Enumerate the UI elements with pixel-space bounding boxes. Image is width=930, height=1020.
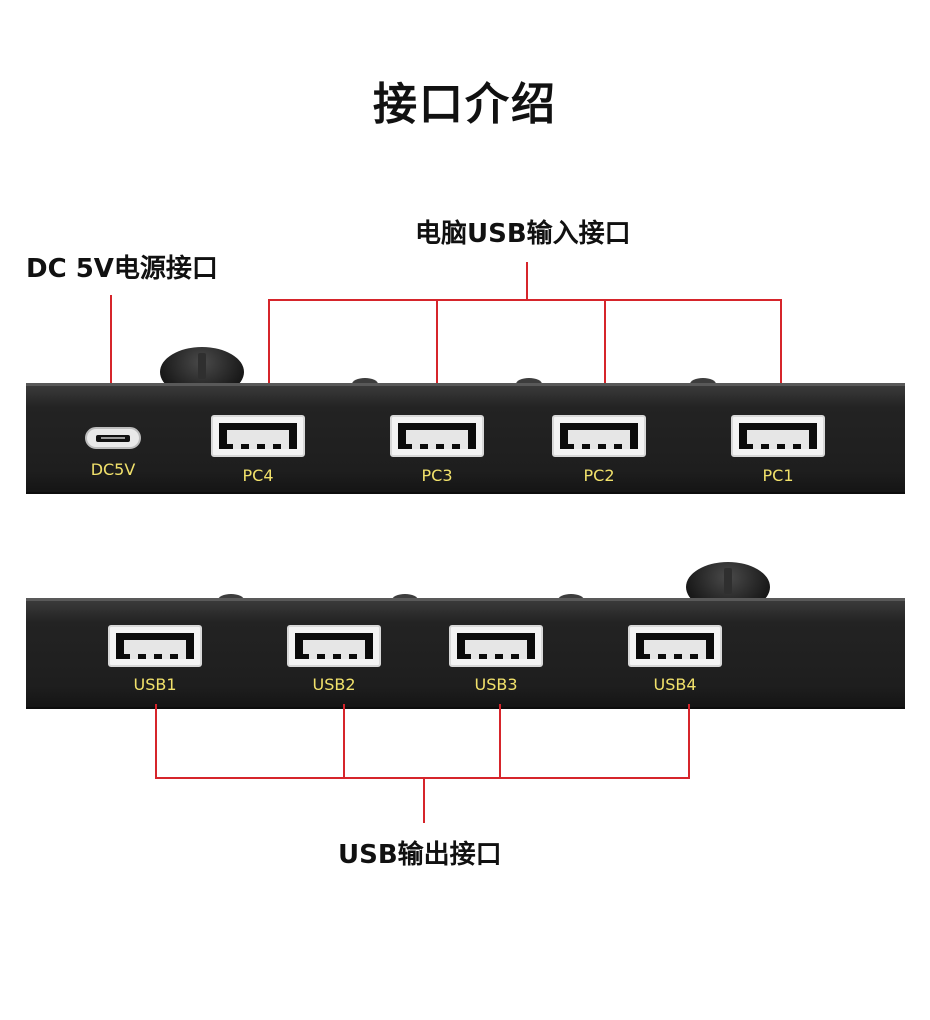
port-label-pc1: PC1 [762, 466, 794, 485]
dc-port-label: DC5V [90, 460, 136, 479]
usb-port-pc1 [731, 415, 825, 457]
usb-port-pc2 [552, 415, 646, 457]
micro-usb-port [85, 427, 141, 449]
usb-port-pc4 [211, 415, 305, 457]
port-label-pc3: PC3 [421, 466, 453, 485]
page-title: 接口介绍 [373, 79, 557, 130]
port-label-usb1: USB1 [133, 675, 177, 694]
port-label-usb4: USB4 [653, 675, 697, 694]
usb-port-usb1 [108, 625, 202, 667]
usb-port-usb2 [287, 625, 381, 667]
usb-port-usb4 [628, 625, 722, 667]
port-label-usb3: USB3 [474, 675, 518, 694]
port-label-pc2: PC2 [583, 466, 615, 485]
usb-port-usb3 [449, 625, 543, 667]
port-label-usb2: USB2 [312, 675, 356, 694]
dc-power-callout: DC 5V电源接口 [26, 254, 218, 284]
pc-input-callout: 电脑USB输入接口 [415, 219, 631, 249]
usb-port-pc3 [390, 415, 484, 457]
port-label-pc4: PC4 [242, 466, 274, 485]
usb-output-callout: USB输出接口 [338, 840, 502, 870]
